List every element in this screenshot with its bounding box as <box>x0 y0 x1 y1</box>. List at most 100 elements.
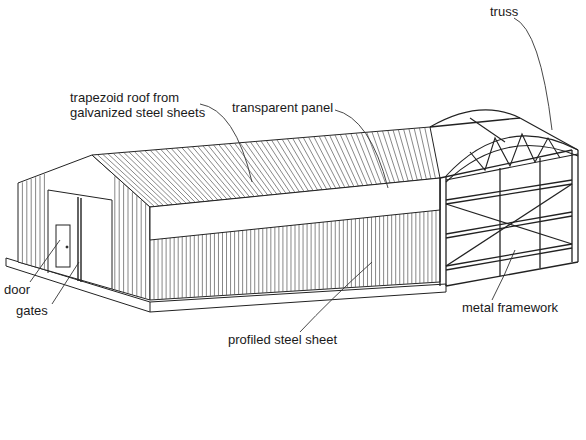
sheet-rib <box>123 184 124 292</box>
sheet-rib <box>382 131 399 182</box>
sheet-rib <box>266 141 299 192</box>
sheet-rib <box>182 237 183 298</box>
sheet-rib <box>246 230 247 294</box>
sheet-rib <box>134 152 186 204</box>
sheet-rib <box>262 228 263 293</box>
sheet-rib <box>415 213 416 284</box>
sheet-rib <box>35 177 36 267</box>
sheet-rib <box>282 226 283 292</box>
sheet-rib <box>206 234 207 296</box>
sheet-rib <box>141 200 142 297</box>
door <box>56 225 70 267</box>
sheet-rib <box>170 238 171 299</box>
sheet-rib <box>242 230 243 294</box>
sheet-rib <box>307 224 308 291</box>
sheet-rib <box>234 231 235 295</box>
sheet-rib <box>425 127 436 178</box>
sheet-rib <box>372 132 390 183</box>
sheet-rib <box>256 141 291 193</box>
sheet-rib <box>351 134 372 185</box>
sheet-rib <box>202 235 203 297</box>
sheet-rib <box>258 229 259 294</box>
sheet-rib <box>270 228 271 293</box>
sheet-rib <box>166 238 167 299</box>
sheet-rib <box>250 230 251 294</box>
sheet-rib <box>343 220 344 288</box>
sheet-rib <box>423 212 424 283</box>
sheet-rib <box>295 225 296 291</box>
sheet-rib <box>272 140 305 191</box>
sheet-rib <box>274 227 275 292</box>
sheet-rib <box>278 227 279 292</box>
sheet-rib <box>303 224 304 290</box>
framework-label: metal framework <box>462 300 558 315</box>
sheet-rib <box>174 238 175 299</box>
sheet-rib <box>375 217 376 286</box>
sheet-rib <box>162 239 163 300</box>
sheet-rib <box>395 215 396 285</box>
sheet-rib <box>214 233 215 296</box>
sheet-rib <box>435 210 436 282</box>
sheet-rib <box>261 141 295 193</box>
sheet-rib <box>190 236 191 298</box>
sheet-rib <box>194 235 195 297</box>
sheet-rib <box>114 176 115 289</box>
sheet-rib <box>359 218 360 287</box>
sheet-rib <box>219 145 259 197</box>
panel-label: transparent panel <box>232 100 333 115</box>
sheet-rib <box>319 223 320 290</box>
sheet-rib <box>113 153 168 205</box>
sheet-rib <box>367 218 368 287</box>
sheet-rib <box>210 234 211 297</box>
sheet-rib <box>250 142 286 194</box>
sheet-rib <box>323 222 324 289</box>
sheet-rib <box>319 136 345 187</box>
sheet-rib <box>409 129 422 180</box>
sheet-rib <box>419 212 420 283</box>
sheet-rib <box>230 232 231 295</box>
sheet-rib <box>431 211 432 283</box>
sheet-rib <box>218 233 219 296</box>
sheet-rib <box>198 146 241 198</box>
sheet-rib <box>335 221 336 289</box>
sheet-rib <box>178 237 179 298</box>
metal-framework <box>430 118 578 286</box>
sheet-rib <box>128 188 129 293</box>
sheet-rib <box>303 138 331 189</box>
door-label: door <box>4 282 30 297</box>
sheet-rib <box>311 223 312 290</box>
sheet-rib <box>383 216 384 286</box>
sheet-rib <box>327 222 328 289</box>
sheet-rib <box>387 215 388 285</box>
sheet-rib <box>44 174 45 270</box>
sheet-rib <box>129 152 182 204</box>
gates-label: gates <box>16 303 48 318</box>
truss <box>430 110 578 182</box>
sheet-rib <box>186 236 187 298</box>
sheet-rib <box>238 231 239 295</box>
sheet-rib <box>26 181 27 265</box>
leader-lines <box>30 18 552 332</box>
sheet-rib <box>145 151 196 203</box>
sheet-rib <box>132 192 133 295</box>
sheet-rib <box>331 221 332 289</box>
sheet-rib <box>150 150 200 202</box>
sheet-rib <box>240 143 277 195</box>
sheet-label: profiled steel sheet <box>228 332 337 347</box>
truss-label: truss <box>490 4 518 19</box>
sheet-rib <box>363 218 364 287</box>
sheet-rib <box>347 220 348 288</box>
sheet-rib <box>419 128 431 179</box>
sheet-rib <box>31 179 32 266</box>
sheet-rib <box>407 213 408 284</box>
sheet-rib <box>403 214 404 285</box>
sheet-rib <box>315 223 316 290</box>
sheet-rib <box>140 151 191 203</box>
sheet-rib <box>299 225 300 291</box>
sheet-rib <box>213 145 254 197</box>
sheet-rib <box>339 220 340 288</box>
sheet-rib <box>136 196 137 296</box>
sheet-rib <box>411 213 412 284</box>
